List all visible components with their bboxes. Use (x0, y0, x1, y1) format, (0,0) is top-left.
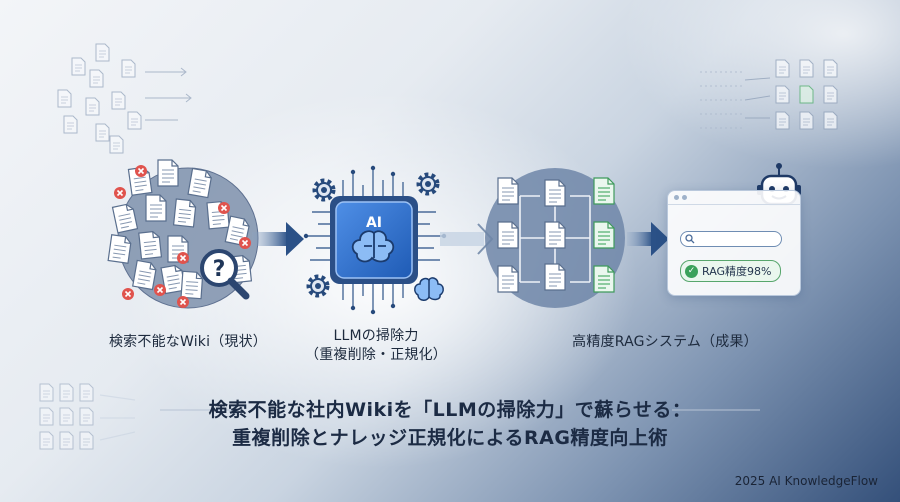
gear-icon (309, 277, 327, 295)
brain-icon (414, 277, 444, 301)
arrow-process-to-result (440, 223, 494, 255)
faint-network-top-right (700, 59, 838, 130)
chip-ai-text: AI (366, 215, 382, 231)
search-icon (685, 234, 695, 244)
svg-text:?: ? (213, 257, 226, 282)
rag-accuracy-text: RAG精度98% (702, 265, 772, 278)
arrow-to-rag-system (627, 222, 669, 256)
messy-wiki-illustration: ? (107, 159, 259, 309)
label-process: LLMの掃除力 （重複削除・正規化） (276, 327, 476, 365)
organized-documents-illustration (485, 168, 625, 308)
footer-credit: 2025 AI KnowledgeFlow (734, 474, 878, 488)
faint-documents-bottom-left (39, 383, 136, 450)
faint-documents-top-left (57, 43, 192, 154)
llm-cleaning-illustration: AI (303, 165, 447, 315)
label-result: 高精度RAGシステム（成果） (572, 334, 758, 350)
rag-accuracy-badge: ✓ RAG精度98% (680, 260, 781, 282)
rag-ui-window: ✓ RAG精度98% (667, 190, 801, 296)
window-dot (682, 195, 687, 200)
window-titlebar (668, 191, 800, 205)
gear-icon (419, 175, 437, 193)
gear-icon (315, 181, 333, 199)
label-process-line2: （重複削除・正規化） (305, 347, 447, 363)
search-input[interactable] (680, 231, 782, 247)
window-dot (674, 195, 679, 200)
label-process-line1: LLMの掃除力 (333, 328, 419, 344)
title-line2: 重複削除とナレッジ正規化によるRAG精度向上術 (232, 427, 668, 449)
background-corner-highlight (620, 0, 900, 170)
check-icon: ✓ (685, 264, 698, 278)
label-current-state: 検索不能なWiki（現状） (108, 334, 268, 350)
title-line1: 検索不能な社内Wikiを「LLMの掃除力」で蘇らせる： (208, 399, 692, 421)
arrow-current-to-process (252, 222, 304, 256)
